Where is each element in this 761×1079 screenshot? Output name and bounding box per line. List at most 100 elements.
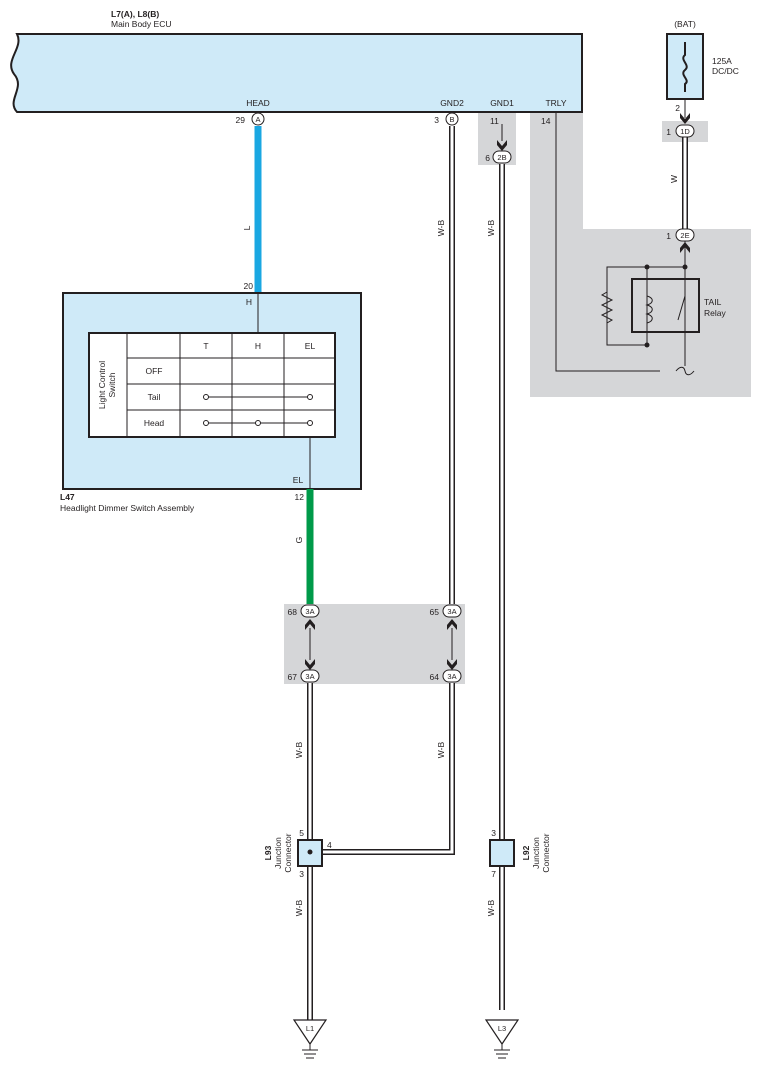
ecu-pin-gnd1: 11 [490, 116, 499, 126]
arrow-bat [680, 113, 690, 124]
bat-pin: 2 [675, 103, 680, 113]
switch-col-t: T [203, 341, 208, 351]
dimmer-term-el: EL [293, 475, 304, 485]
wire-l93-bottom-color: W-B [294, 899, 304, 916]
svg-text:3A: 3A [447, 607, 456, 616]
svg-text:L1: L1 [306, 1024, 314, 1033]
ecu-term-gnd2: GND2 [440, 98, 464, 108]
ground-l1: L1 [292, 1019, 328, 1059]
relay-contact [677, 295, 686, 321]
dimmer-pin-el: 12 [295, 492, 305, 502]
junction-3a-68-pin: 68 [288, 607, 298, 617]
switch-head-contacts [203, 420, 313, 426]
l92-ref: L92 [521, 845, 531, 860]
wire-gnd2-lower [321, 683, 455, 855]
junction-3a-65: 3A 65 [430, 604, 462, 660]
switch-table-title-1: Light Control [97, 361, 107, 409]
ecu-ref: L7(A), L8(B) [111, 9, 159, 19]
wire-trly [555, 112, 660, 372]
relay-box [631, 278, 700, 333]
ecu-name: Main Body ECU [111, 19, 171, 29]
wire-gnd1-color: W-B [486, 219, 496, 236]
switch-row-head: Head [144, 418, 165, 428]
ecu-term-gnd1: GND1 [490, 98, 514, 108]
l93-name-1: Junction [273, 837, 283, 869]
switch-col-el: EL [305, 341, 316, 351]
dimmer-pin-h: 20 [244, 281, 254, 291]
fuse-symbol [682, 42, 688, 92]
junction-3a-64-pin: 64 [430, 672, 440, 682]
l93-pin-top: 5 [299, 828, 304, 838]
wire-head: L [242, 126, 262, 293]
junction-2b: 2B 6 [485, 150, 512, 164]
shade-relay [530, 112, 751, 397]
ground-l3: L3 [484, 1019, 520, 1059]
dimmer-name: Headlight Dimmer Switch Assembly [60, 503, 195, 513]
relay-tilde [675, 366, 695, 376]
wire-l93-top-color: W-B [294, 741, 304, 758]
relay-coil [645, 295, 653, 324]
svg-text:3A: 3A [305, 672, 314, 681]
tail-relay [555, 112, 700, 376]
wire-head-color: L [242, 225, 252, 230]
switch-table-title-2: Switch [107, 372, 117, 397]
ecu-pin-trly: 14 [541, 116, 551, 126]
battery-fuse: (BAT) 125A DC/DC 2 [666, 19, 739, 124]
ecu-connector-a: A [251, 112, 265, 126]
relay-resistor [600, 291, 614, 324]
svg-text:L3: L3 [498, 1024, 506, 1033]
ecu-connector-b: B [445, 112, 459, 126]
wire-l92-bottom-color: W-B [486, 899, 496, 916]
arrow-2e [680, 242, 690, 253]
ecu-pin-gnd2: 3 [434, 115, 439, 125]
junction-1d: 1D 1 [666, 124, 695, 138]
l92-pin-top: 3 [491, 828, 496, 838]
junction-2e: 2E 1 [666, 228, 695, 253]
junction-2e-pin: 1 [666, 231, 671, 241]
l93-pin-bottom: 3 [299, 869, 304, 879]
svg-text:3A: 3A [447, 672, 456, 681]
dimmer-switch: 20 H EL 12 L47 Headlight Dimmer Switch A… [60, 281, 362, 513]
switch-tail-contacts [203, 394, 313, 400]
l93-name-2: Connector [283, 833, 293, 872]
svg-text:B: B [449, 115, 454, 124]
l92-box-front [489, 839, 515, 867]
fuse-label: 125A [712, 56, 732, 66]
junction-1d-pin: 1 [666, 127, 671, 137]
bat-label: (BAT) [674, 19, 696, 29]
ecu: L7(A), L8(B) Main Body ECU HEAD GND2 GND… [10, 9, 583, 126]
junction-3a-64: 3A 64 [430, 659, 462, 683]
svg-text:2E: 2E [680, 231, 689, 240]
l92-name-2: Connector [541, 833, 551, 872]
dimmer-ref: L47 [60, 492, 75, 502]
svg-text:3A: 3A [305, 607, 314, 616]
switch-row-tail: Tail [148, 392, 161, 402]
wire-el: G [294, 489, 314, 604]
wire-el-color: G [294, 537, 304, 544]
switch-col-h: H [255, 341, 261, 351]
ecu-box [10, 33, 583, 113]
relay-label-2: Relay [704, 308, 726, 318]
ecu-term-head: HEAD [246, 98, 270, 108]
switch-row-off: OFF [146, 366, 163, 376]
ecu-pin-head: 29 [236, 115, 246, 125]
junction-connector-l93: 5 4 3 L93 Junction Connector [263, 828, 332, 879]
junction-2b-pin: 6 [485, 153, 490, 163]
junction-3a-68: 3A 68 [288, 604, 320, 660]
junction-3a-67: 3A 67 [288, 659, 320, 683]
wire-gnd2-lower-color: W-B [436, 741, 446, 758]
fuse-label-2: DC/DC [712, 66, 739, 76]
junction-3a-67-pin: 67 [288, 672, 298, 682]
dimmer-term-h: H [246, 297, 252, 307]
l92-pin-bottom: 7 [491, 869, 496, 879]
relay-label: TAIL [704, 297, 722, 307]
switch-table: Light Control Switch T H EL OFF Tail Hea… [88, 332, 336, 438]
double-wires [307, 126, 688, 1020]
l93-ref: L93 [263, 845, 273, 860]
wire-bat-color: W [669, 175, 679, 183]
ecu-term-trly: TRLY [545, 98, 566, 108]
svg-text:1D: 1D [680, 127, 690, 136]
junction-3a-65-pin: 65 [430, 607, 440, 617]
